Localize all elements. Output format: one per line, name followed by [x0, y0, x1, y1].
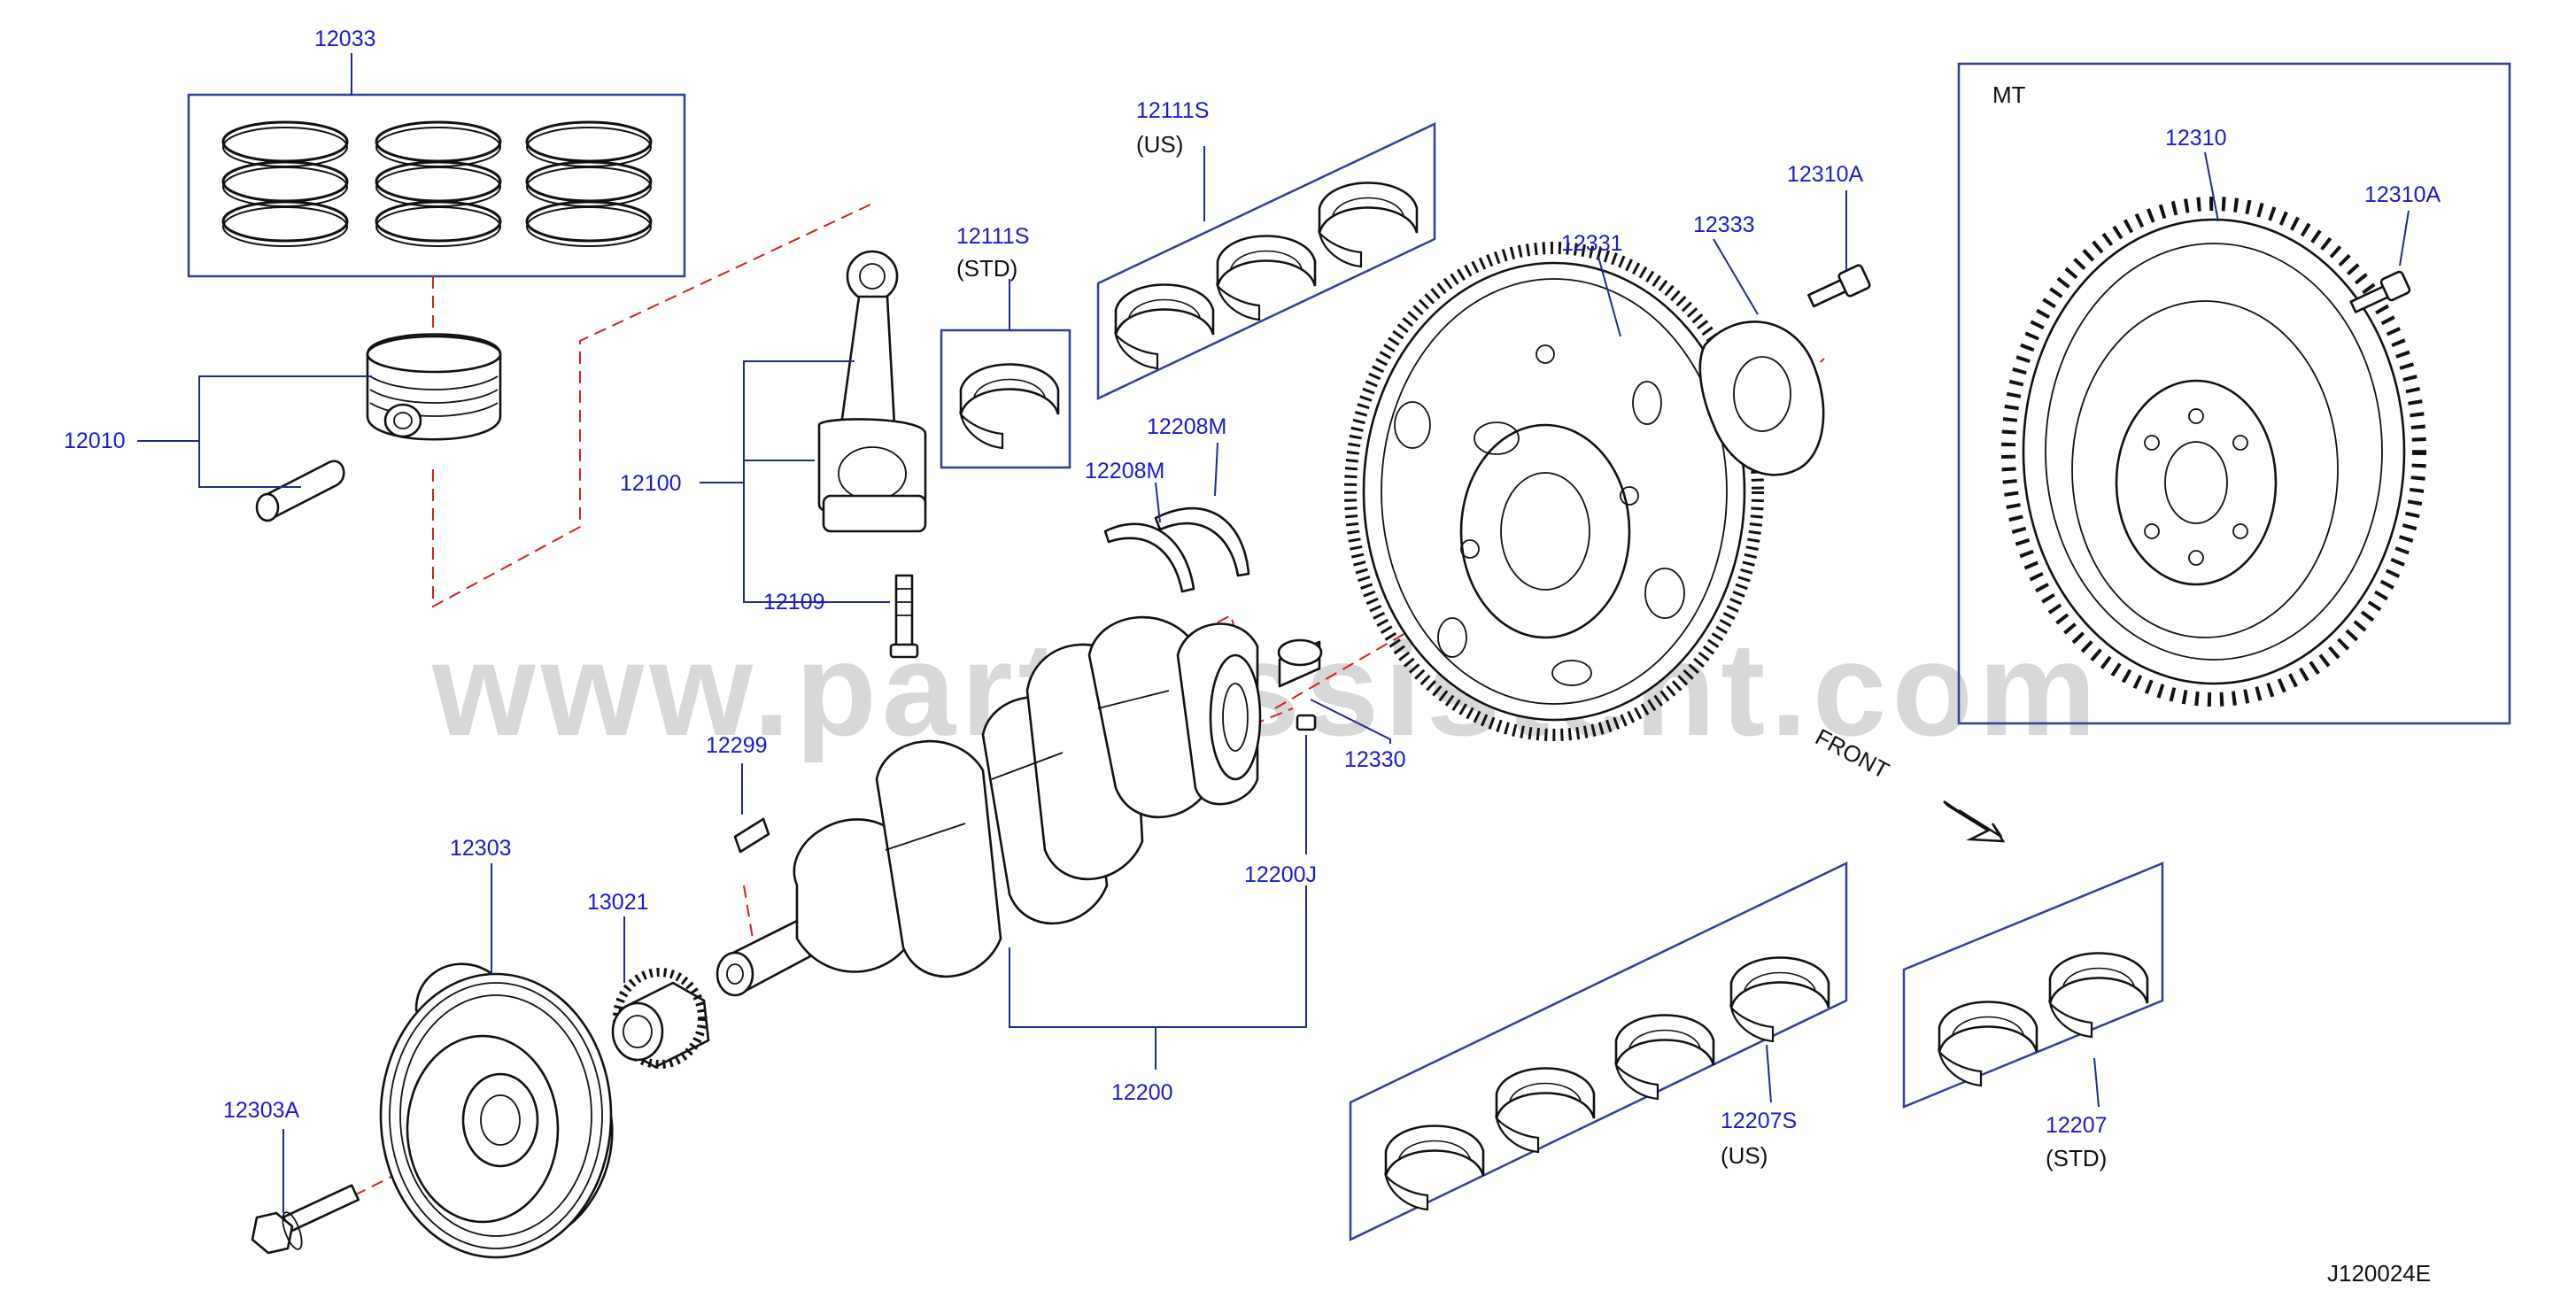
- note-12111s-us: (US): [1136, 131, 1183, 158]
- connecting-rod-bolt: [889, 574, 919, 659]
- flywheel-bolt: [1807, 264, 1871, 308]
- label-12111s-us: 12111S: [1136, 98, 1209, 123]
- label-12200: 12200: [1111, 1080, 1173, 1105]
- note-12111s-std: (STD): [956, 255, 1017, 282]
- label-12310a: 12310A: [1787, 162, 1864, 187]
- mt-flywheel-group: MT 12310 12310A: [1957, 62, 2511, 725]
- label-12303a: 12303A: [223, 1098, 300, 1123]
- front-arrow-icon: [1943, 800, 2006, 843]
- piston-ring-set-3: [525, 120, 653, 248]
- label-13021: 13021: [587, 890, 649, 915]
- conrod-bearing-us-frame: [1096, 122, 1436, 400]
- diagram-code: J120024E: [2327, 1260, 2431, 1287]
- watermark-text: www.partsassistent.com: [431, 614, 2101, 763]
- mt-flywheel: [2001, 197, 2426, 707]
- piston-rings-group: 12033: [187, 27, 686, 278]
- pilot-bushing: [1277, 638, 1323, 688]
- label-12208m-a: 12208M: [1085, 459, 1164, 483]
- mt-flywheel-bolt: [2349, 270, 2411, 313]
- main-bearing-us-group: 12207S (US): [1349, 862, 1848, 1241]
- label-12207: 12207: [2046, 1113, 2108, 1138]
- note-12207: (STD): [2046, 1145, 2107, 1171]
- label-12330: 12330: [1344, 747, 1406, 772]
- piston-ring-set-2: [375, 120, 502, 248]
- label-12100: 12100: [620, 471, 682, 496]
- main-bearing-std-frame: [1902, 862, 2164, 1109]
- label-12111s-std: 12111S: [956, 224, 1029, 249]
- label-12200j: 12200J: [1244, 862, 1317, 887]
- label-12299: 12299: [706, 733, 768, 758]
- connecting-rod: [817, 250, 927, 533]
- piston: [366, 333, 502, 441]
- mt-frame: [1957, 62, 2511, 725]
- crankshaft-pulley: [379, 962, 614, 1259]
- label-12303: 12303: [450, 836, 512, 861]
- label-12010: 12010: [64, 429, 126, 453]
- mt-label: MT: [1992, 81, 2026, 108]
- label-12109: 12109: [763, 590, 825, 614]
- label-12208m-b: 12208M: [1147, 414, 1226, 439]
- conrod-bearing-std-frame: [940, 328, 1071, 469]
- crank-key: [733, 817, 770, 854]
- label-12310-mt: 12310: [2165, 126, 2227, 151]
- main-bearing-std-group: 12207 (STD): [1902, 862, 2164, 1171]
- crankshaft: [716, 615, 1262, 997]
- drive-plate: [1344, 242, 1764, 741]
- thrust-washer-right: [1154, 506, 1250, 577]
- dowel-pin: [1296, 714, 1317, 731]
- main-bearing-us-frame: [1349, 862, 1848, 1241]
- piston-pin: [255, 460, 345, 522]
- crank-sprocket: [611, 968, 710, 1069]
- reinforcement-plate: [1698, 321, 1825, 476]
- piston-ring-set-1: [221, 120, 349, 248]
- label-12207s: 12207S: [1721, 1109, 1797, 1133]
- label-12033: 12033: [314, 27, 376, 51]
- conrod-bearing-std-group: 12111S (STD): [940, 224, 1071, 469]
- thrust-washer-left: [1103, 522, 1195, 593]
- label-12331: 12331: [1561, 231, 1623, 256]
- pulley-bolt: [251, 1184, 360, 1255]
- label-12333: 12333: [1693, 213, 1755, 237]
- label-12310a-mt: 12310A: [2364, 182, 2441, 207]
- piston-rings-frame: [187, 93, 686, 278]
- note-12207s: (US): [1721, 1142, 1768, 1169]
- conrod-bearing-us-group: 12111S (US): [1096, 98, 1436, 400]
